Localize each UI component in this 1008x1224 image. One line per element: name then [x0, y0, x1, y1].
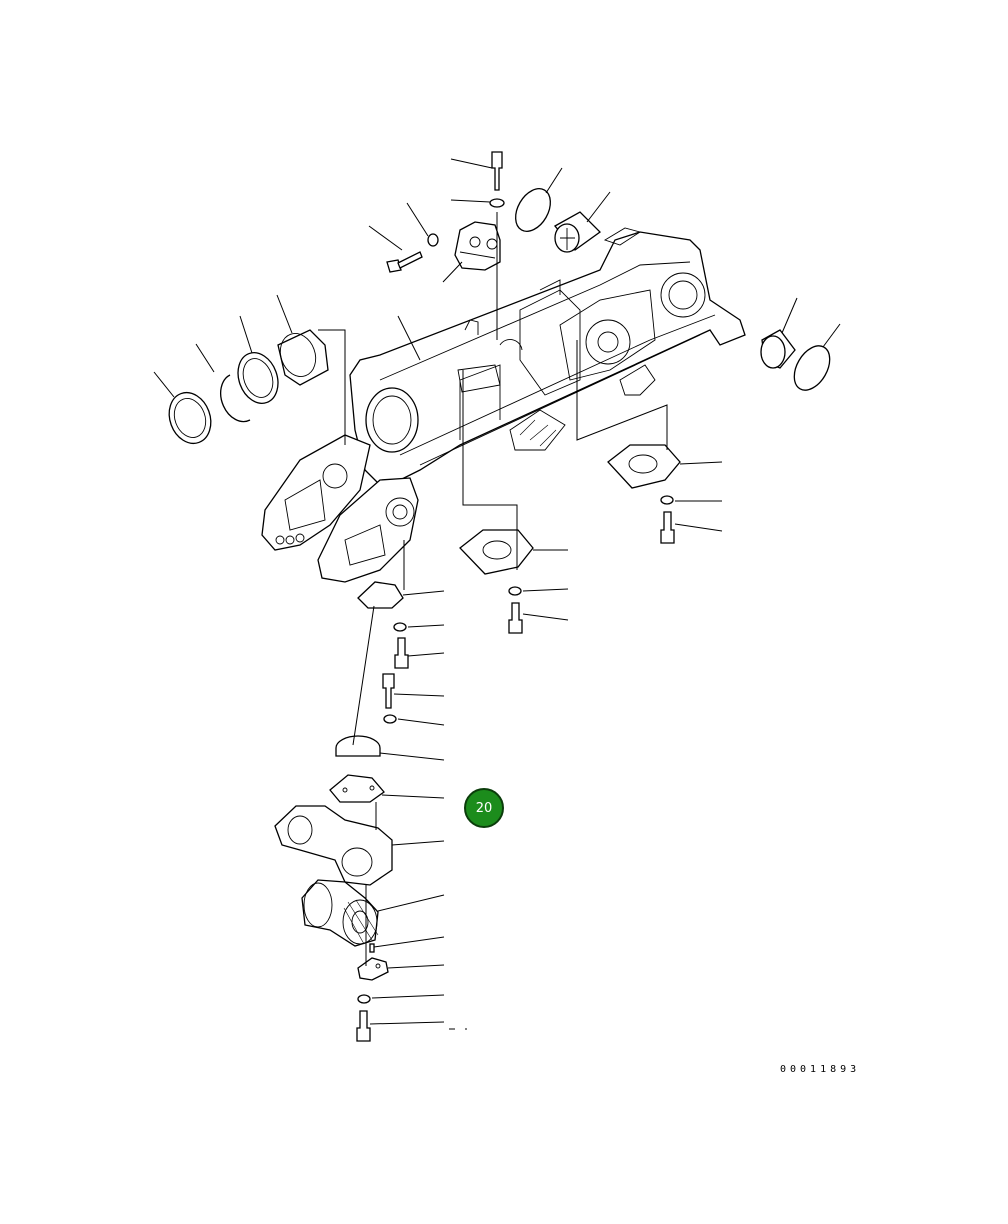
right-bushing-group [760, 329, 831, 391]
leader-lines [153, 158, 841, 1030]
center-plate-group [459, 529, 534, 634]
track-frame [261, 227, 746, 583]
top-bracket-group [386, 151, 602, 273]
drawing-number: 00011893 [780, 1064, 861, 1075]
callout-marker-20[interactable]: 20 [464, 788, 504, 828]
right-plate-group [607, 444, 681, 544]
left-seal-stack [168, 329, 329, 445]
lower-parts-group [274, 581, 409, 1042]
